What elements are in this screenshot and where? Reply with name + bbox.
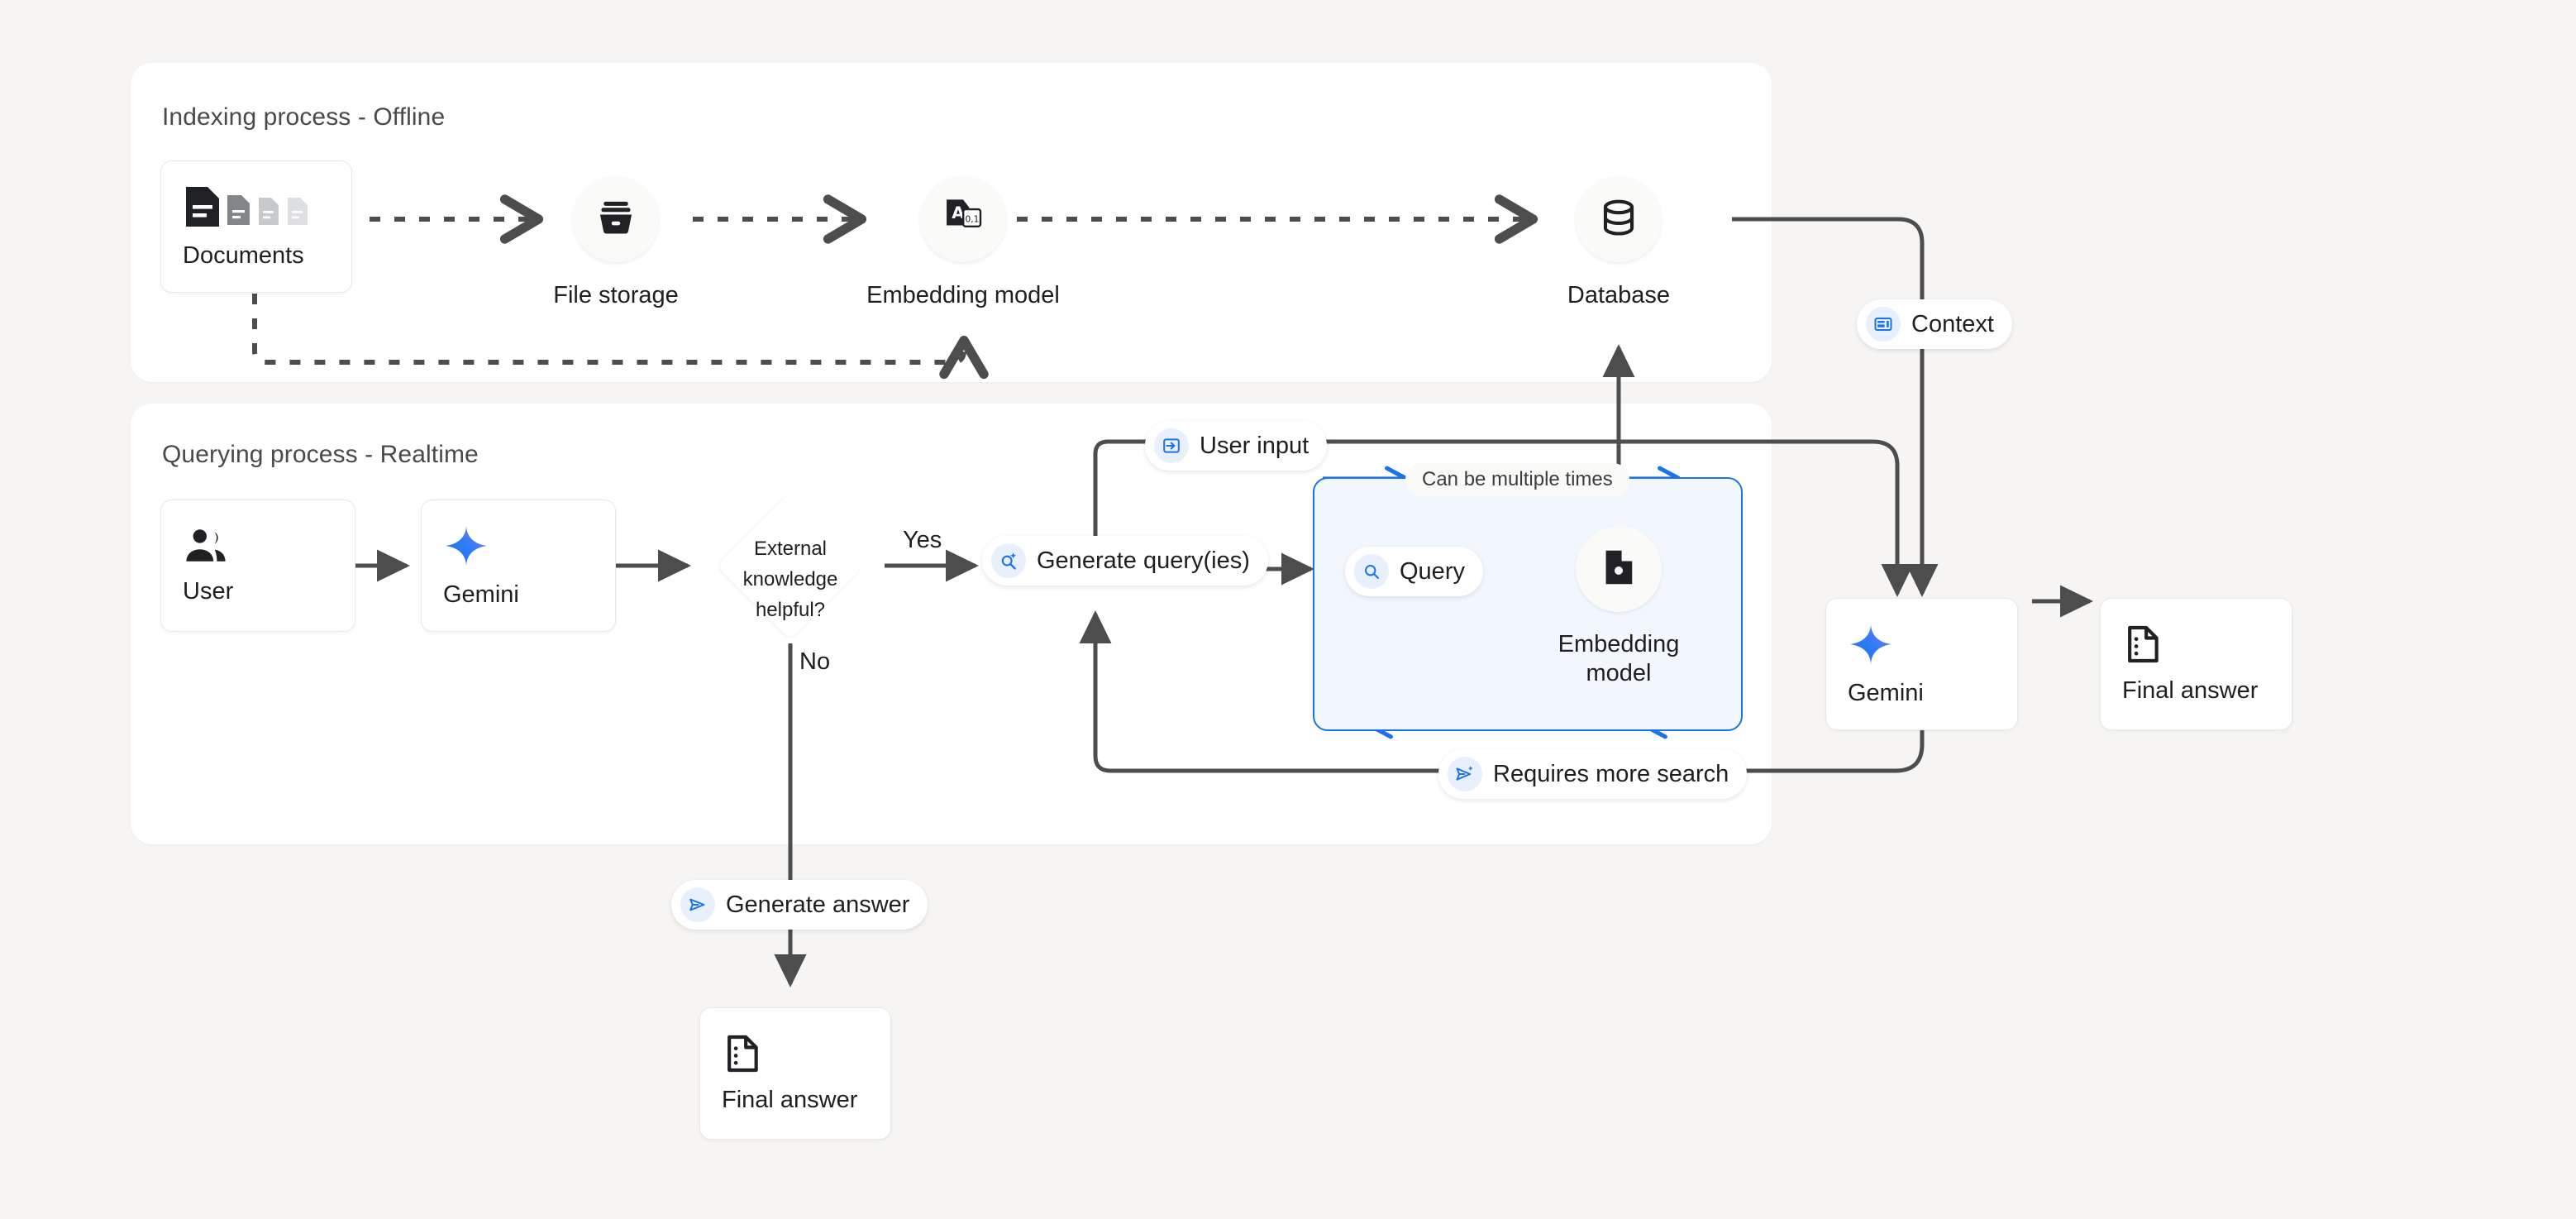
final-answer-icon [2122,624,2270,669]
pill-requires-more-search[interactable]: Requires more search [1438,749,1748,799]
pill-user-input[interactable]: User input [1145,421,1328,471]
node-label-embedding-model: Embedding model [866,282,1060,308]
node-label-documents: Documents [183,242,304,269]
node-label-database: Database [1567,282,1671,308]
node-label-gemini-output: Gemini [1848,680,1924,706]
pill-label-generate-answer: Generate answer [726,891,910,918]
edge-label-yes: Yes [903,527,942,553]
node-label-final-answer-bottom: Final answer [722,1087,858,1113]
pill-label-user-input: User input [1200,432,1309,459]
search-sparkle-icon [991,543,1026,578]
node-final-answer-bottom[interactable]: Final answer [699,1007,891,1140]
pill-generate-queries[interactable]: Generate query(ies) [982,536,1268,586]
documents-icon [183,184,330,234]
node-embedding-model[interactable]: A 0,1 [920,176,1006,262]
edge-label-no: No [799,648,831,675]
svg-text:0,1: 0,1 [965,214,979,224]
pill-label-generate-queries: Generate query(ies) [1037,547,1250,574]
retrieval-loop-box [1313,477,1743,731]
database-icon [1597,196,1640,243]
node-label-file-storage: File storage [553,282,679,308]
pill-label-context: Context [1911,310,1994,337]
node-database[interactable] [1576,176,1662,262]
node-final-answer-right[interactable]: Final answer [2100,598,2292,730]
gemini-sparkle-icon [1848,621,1996,672]
pill-label-query: Query [1400,557,1465,585]
node-gemini-output[interactable]: Gemini [1825,598,2018,730]
node-label-final-answer-right: Final answer [2122,677,2259,704]
loop-note-label: Can be multiple times [1405,463,1629,496]
gemini-sparkle-icon [443,523,594,573]
send-icon [680,887,715,922]
panel-title-querying: Querying process - Realtime [162,441,479,468]
pill-query[interactable]: Query [1345,547,1483,596]
search-icon [1354,554,1389,589]
node-embedding-model-query[interactable] [1576,526,1662,612]
pill-context[interactable]: Context [1857,299,2012,349]
node-gemini-input[interactable]: Gemini [421,500,616,632]
node-label-embedding-model-query: Embedding model [1558,631,1680,687]
pill-generate-answer[interactable]: Generate answer [671,880,928,930]
final-answer-icon [722,1033,869,1078]
panel-title-indexing: Indexing process - Offline [162,103,446,131]
context-icon [1866,307,1901,342]
send-sparkle-icon [1448,757,1482,791]
node-label-user: User [183,578,234,605]
node-file-storage[interactable] [573,176,659,262]
node-user[interactable]: User [160,500,355,632]
document-search-icon [1598,547,1639,592]
node-label-gemini-input: Gemini [443,581,519,608]
svg-text:A: A [952,203,965,222]
file-storage-icon [594,196,637,243]
pill-label-requires-more-search: Requires more search [1493,760,1729,787]
login-icon [1154,428,1189,463]
user-icon [183,526,333,570]
decision-label: External knowledge helpful? [742,538,838,622]
embedding-model-icon: A 0,1 [941,195,985,244]
node-documents[interactable]: Documents [160,160,352,293]
